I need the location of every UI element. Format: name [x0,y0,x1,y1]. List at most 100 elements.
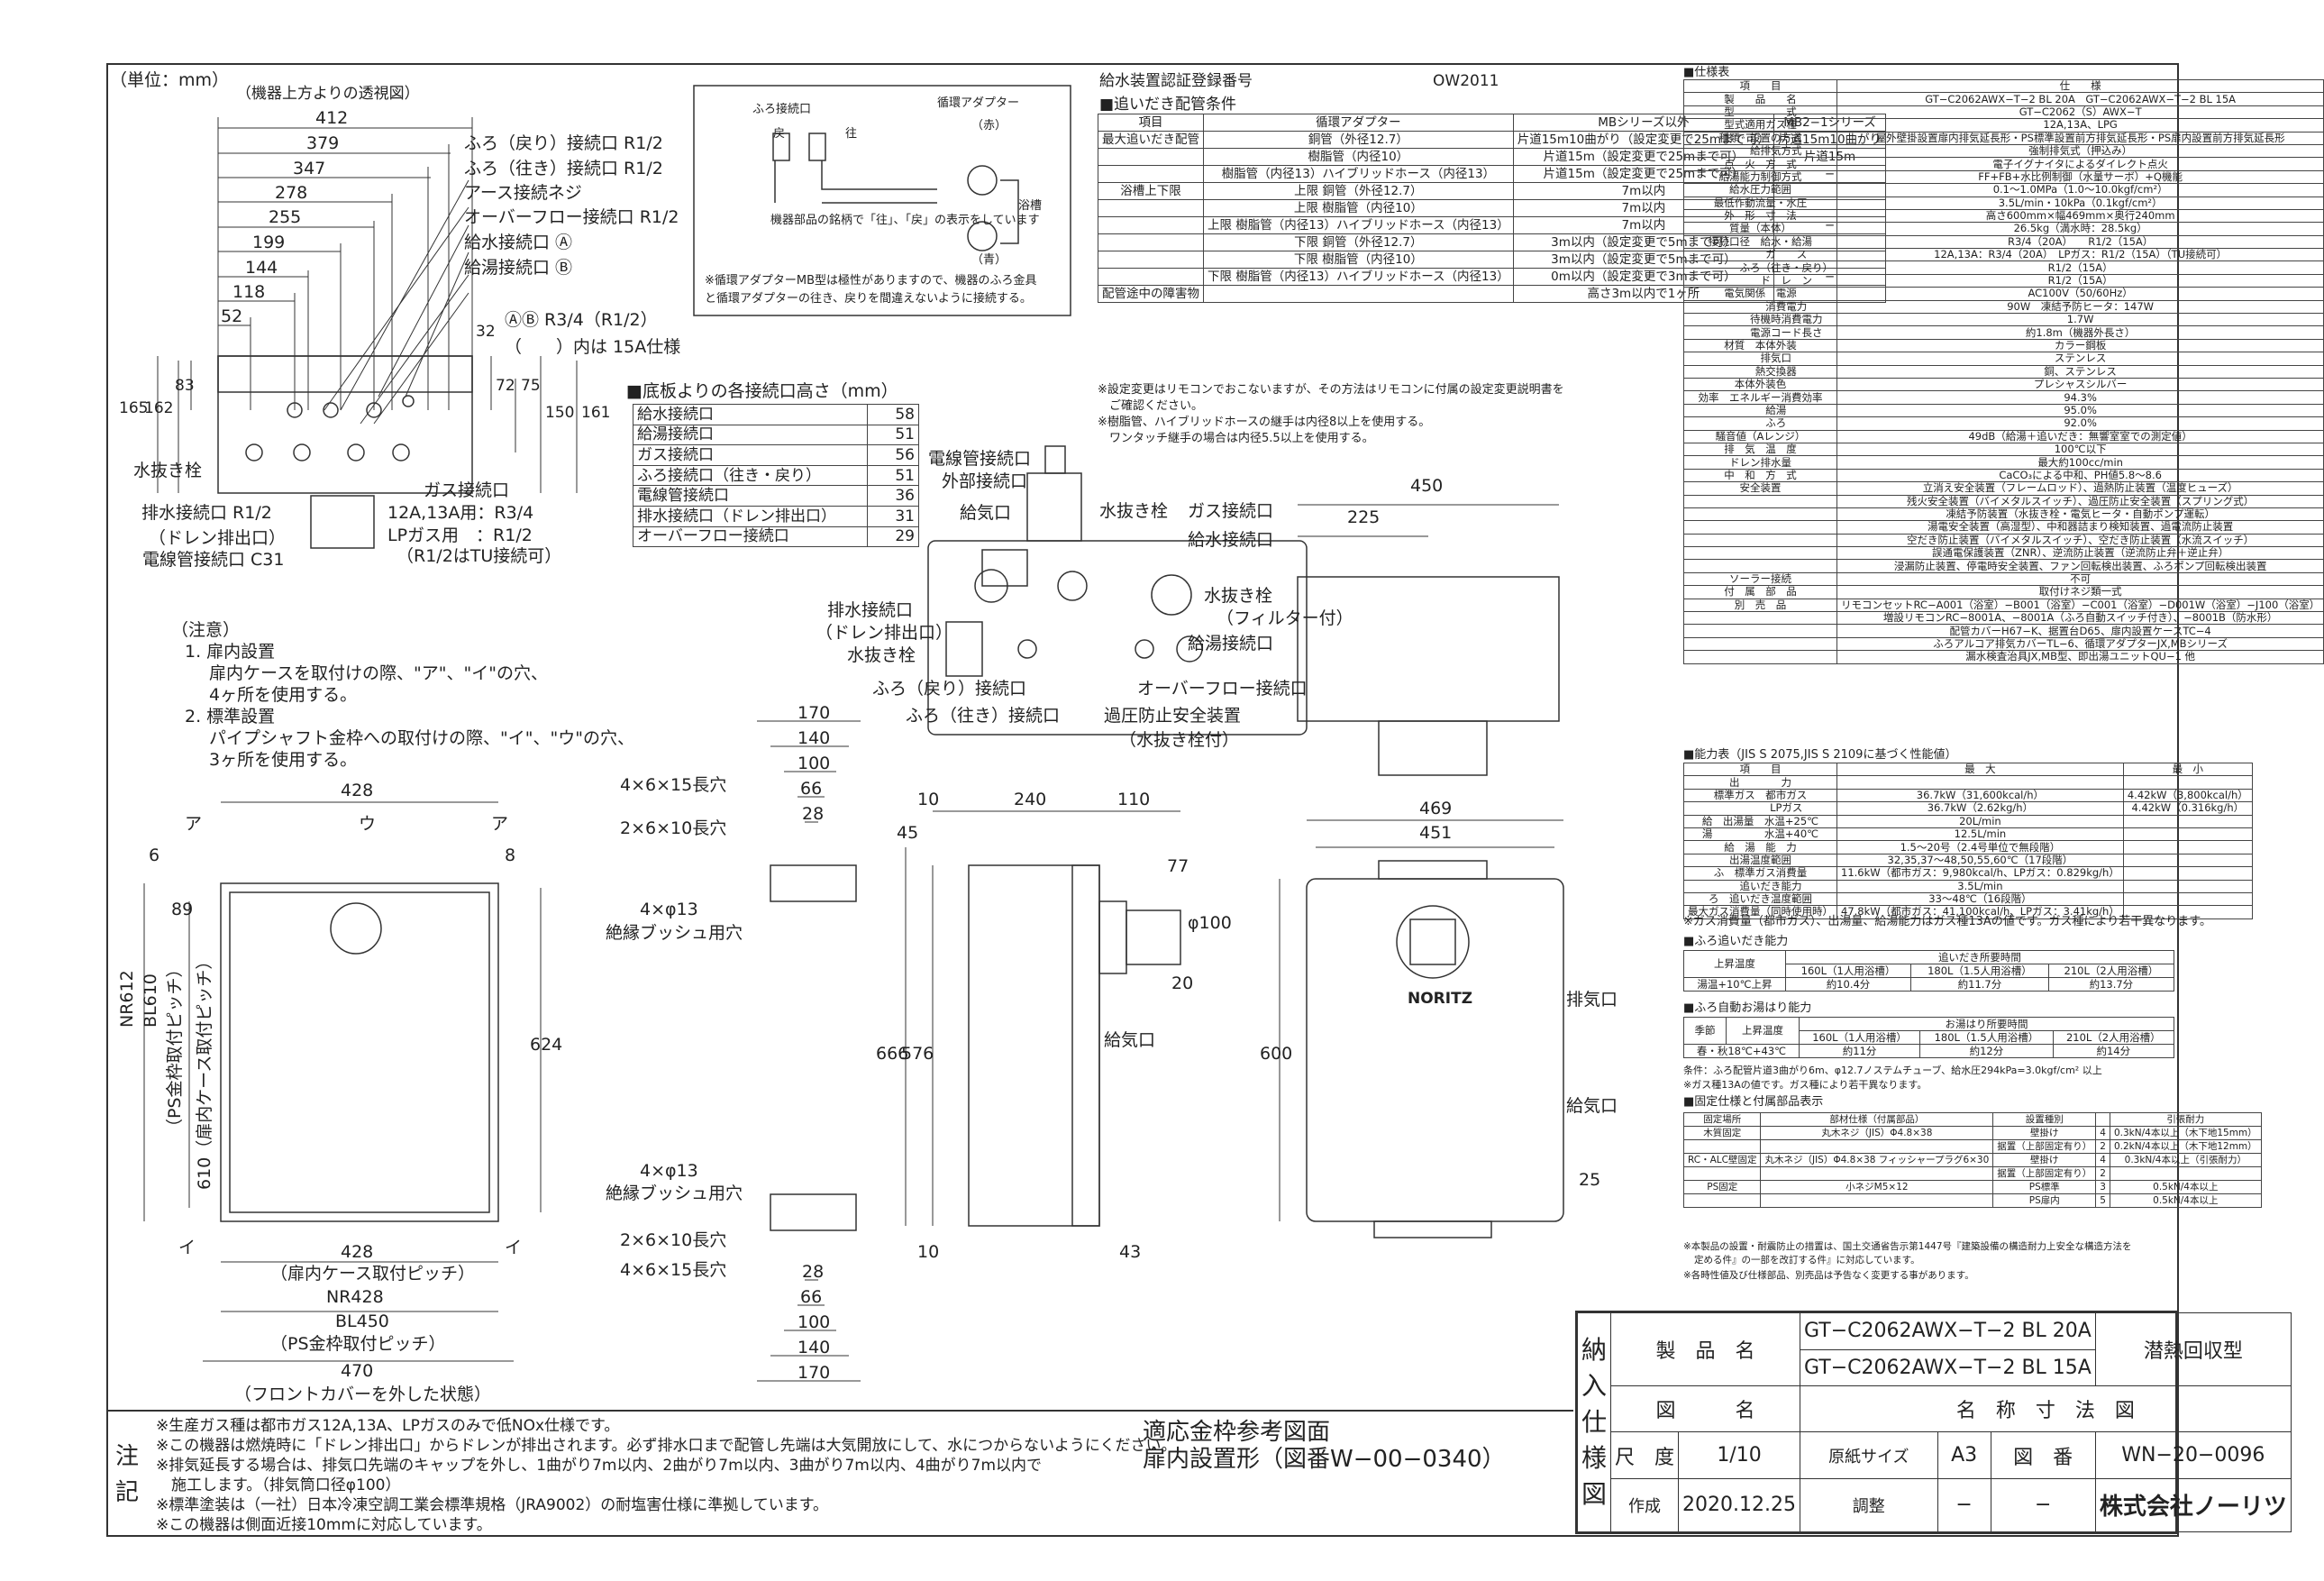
dim-450: 450 [1410,476,1444,496]
brb-bush: 絶縁ブッシュ用穴 [606,1183,743,1203]
label-hot-out: 給湯接続口 Ⓑ [464,258,573,278]
table-row: 誤通電保護装置（ZNR）、逆流防止装置（逆流防止弁＋逆止弁） [1683,546,2324,561]
table-row: 材質 本体外装カラー鋼板 [1683,338,2324,353]
table-row: 種類 設置の方式屋外壁掛設置扉内排気延長形・PS標準設置前方排気延長形・PS扉内… [1683,131,2324,145]
adapter-box [693,85,1071,316]
table-row: 季節上昇温度お湯はり所要時間 [1682,1017,2175,1045]
note-1: ※生産ガス種は都市ガス12A,13A、LPガスのみで低NOx仕様です。 [156,1417,620,1435]
fixing-title: ■固定仕様と付属部品表示 [1683,1095,1824,1109]
dim-379: 379 [306,133,340,153]
notes-label: 注記 [115,1443,140,1506]
dim-32: 32 [476,323,496,341]
caution-title: （注意） [171,620,241,640]
table-row: 熱交換器銅、ステンレス [1683,364,2324,379]
bv-drain-conn: 排水接続口 [827,600,914,620]
table-row: 別 売 品リモコンセットRC−A001（浴室）−B001（浴室）−C001（浴室… [1683,598,2324,613]
note-5: ※標準塗装は（一社）日本冷凍空調工業会標準規格（JRA9002）の耐塩害仕様に準… [156,1496,829,1514]
br-bush: 絶縁ブッシュ用穴 [606,923,743,943]
label-bath-return: ふろ（戻り）接続口 R1/2 [464,133,663,153]
ab-note: ⒶⒷ R3/4（R1/2） [505,310,658,330]
adapter-label-blue: （青） [971,253,1007,267]
fc-6: 6 [149,845,160,865]
bv-gas: ガス接続口 [1188,501,1274,521]
fv-600: 600 [1260,1044,1293,1064]
table-row: 外 形 寸 法高さ600mm×幅469mm×奥行240mm [1683,208,2324,224]
caution-6: 3ヶ所を使用する。 [209,750,358,770]
table-row: 漏水検査治具JX,MB型、即出湯ユニットQU−1 他 [1683,650,2324,664]
sv-10: 10 [917,790,940,809]
top-view-body [217,355,473,494]
table-row: ふろ（往き・戻り）R1/2（15A） [1683,260,2324,275]
caution-5: パイプシャフト金枠への取付けの際、"イ"、"ウ"の穴、 [209,728,634,748]
table-row: 固定場所部材仕様（付属部品）設置種別引張耐力 [1682,1112,2262,1127]
label-bath-supply: ふろ（往き）接続口 R1/2 [464,159,663,178]
front-case [220,882,499,1222]
table-row: 出 力 [1683,775,2253,790]
dim-278: 278 [275,183,308,203]
reg-label: 給水装置認証登録番号 [1099,72,1253,90]
adapter-note1: ※循環アダプターMB型は極性がありますので、機器のふろ金具 [705,274,1037,288]
bv-filter: （フィルター付） [1217,608,1353,628]
bv-ext: 外部接続口 [942,471,1028,491]
sv-576: 576 [901,1044,934,1064]
sv-d100: φ100 [1188,913,1232,933]
fv-air: 給気口 [1566,1096,1618,1116]
reg-no: OW2011 [1433,72,1499,90]
fc-a1: ア [185,814,203,834]
dim-412: 412 [315,108,349,128]
sv-43: 43 [1119,1242,1142,1262]
fc-b-ps: （PS金枠取付ピッチ） [270,1334,446,1354]
bv-drain2: 水抜き栓 [1204,586,1273,606]
adapter-label-red: （赤） [971,119,1007,133]
label-earth: アース接続ネジ [464,183,582,203]
brb-140: 140 [797,1338,831,1357]
dim-165: 165 [119,399,149,417]
pipe-note-3: ※樹脂管、ハイブリッドホースの継手は内径8以上を使用する。 [1098,416,1431,429]
fc-624: 624 [530,1035,563,1055]
fc-a2: ア [491,814,509,834]
table-row: 質量（本体）26.5kg（満水時：28.5kg） [1683,222,2324,236]
pipe-title: ■追いだき配管条件 [1099,96,1237,114]
dim-83: 83 [175,377,195,395]
autofill-table: 季節上昇温度お湯はり所要時間 160L（1人用浴槽）180L（1.5人用浴槽）2… [1682,1017,2175,1058]
bv-elec: 電線管接続口 [928,449,1032,469]
sv-b10: 10 [917,1242,940,1262]
brb-slot2: 2×6×10長穴 [620,1230,727,1250]
pipe-note-4: ワンタッチ継手の場合は内径5.5以上を使用する。 [1098,432,1374,445]
sv-666: 666 [876,1044,909,1064]
table-row: 空だき防止装置（バイメタルスイッチ）、空だき防止装置（水流スイッチ） [1683,533,2324,548]
caution-2: 扉内ケースを取付けの際、"ア"、"イ"の穴、 [209,663,549,683]
label-drain: 水抜き栓 [133,461,203,480]
brb-hole: 4×φ13 [640,1161,698,1181]
fc-nr428: NR428 [326,1287,384,1307]
sv-air: 給気口 [1104,1030,1156,1050]
bv-relief: 過圧防止安全装置 [1104,706,1242,726]
label-gas3: （R1/2はTU接続可） [396,546,562,566]
table-row: 配管カバーH67−K、据置台D65、扉内設置ケースTC−4 [1683,624,2324,638]
table-row: 凍結予防装置（水抜き栓・電気ヒータ・自動ポンプ運転） [1683,507,2324,522]
adapter-label-bath: ふろ接続口 [752,103,812,116]
table-row: 160L（1人用浴槽）180L（1.5人用浴槽）210L（2人用浴槽） [1684,1030,2175,1045]
brb-28: 28 [802,1262,825,1282]
conn-title: ■底板よりの各接続口高さ（mm） [626,381,898,401]
fc-bl450: BL450 [335,1311,389,1331]
